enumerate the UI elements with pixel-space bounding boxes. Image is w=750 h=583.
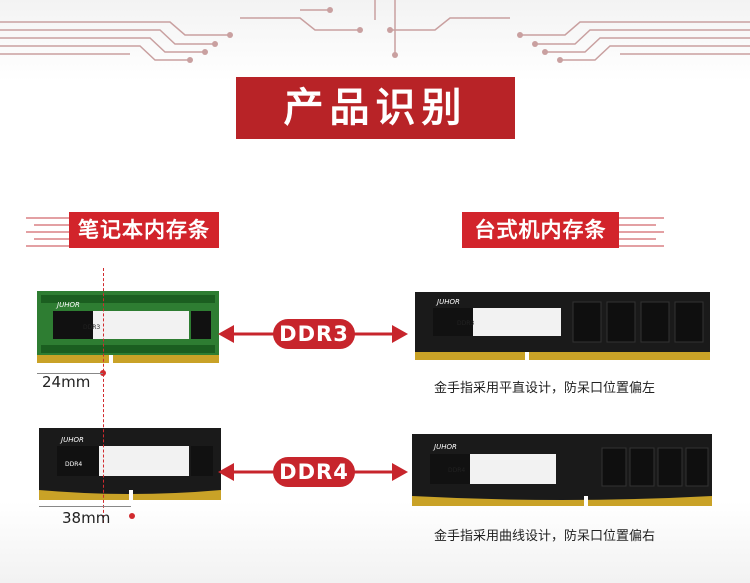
measure-dot-ddr4 bbox=[129, 513, 135, 519]
laptop-memory-label: 笔记本内存条 bbox=[69, 212, 219, 248]
measure-dot-ddr3 bbox=[100, 370, 106, 376]
desktop-ddr3-stick: JUHOR DDR3 bbox=[415, 292, 710, 360]
measure-mark-ddr3 bbox=[37, 373, 103, 374]
ddr3-caption: 金手指采用平直设计，防呆口位置偏左 bbox=[434, 381, 656, 396]
ddr4-measure-text: 38mm bbox=[62, 509, 111, 527]
ddr3-label: DDR3 bbox=[273, 319, 355, 349]
desktop-ddr3-chip-label: DDR3 bbox=[457, 320, 474, 327]
laptop-ddr3-stick: JUHOR DDR3 bbox=[37, 291, 219, 363]
laptop-ddr4-chip-label: DDR4 bbox=[65, 461, 82, 468]
desktop-ddr4-stick: JUHOR DDR4 bbox=[412, 434, 712, 506]
circuit-decoration bbox=[0, 0, 750, 63]
page-title: 产品识别 bbox=[236, 77, 515, 139]
desktop-memory-label: 台式机内存条 bbox=[462, 212, 619, 248]
laptop-ddr4-stick: JUHOR DDR4 bbox=[39, 428, 221, 500]
desktop-ddr3-brand: JUHOR bbox=[435, 298, 460, 306]
ddr4-label: DDR4 bbox=[273, 457, 355, 487]
stripe-decoration-left bbox=[26, 217, 71, 247]
laptop-ddr3-brand: JUHOR bbox=[55, 301, 80, 309]
laptop-ddr4-brand: JUHOR bbox=[59, 436, 84, 444]
measure-guide-line bbox=[103, 268, 104, 523]
measure-mark-ddr4 bbox=[39, 506, 131, 507]
stripe-decoration-right bbox=[619, 217, 664, 247]
desktop-ddr4-brand: JUHOR bbox=[432, 443, 457, 451]
desktop-ddr4-chip-label: DDR4 bbox=[448, 467, 465, 474]
ddr3-measure-text: 24mm bbox=[42, 373, 91, 391]
ddr4-caption: 金手指采用曲线设计，防呆口位置偏右 bbox=[434, 529, 656, 544]
laptop-ddr3-chip-label: DDR3 bbox=[83, 324, 100, 331]
